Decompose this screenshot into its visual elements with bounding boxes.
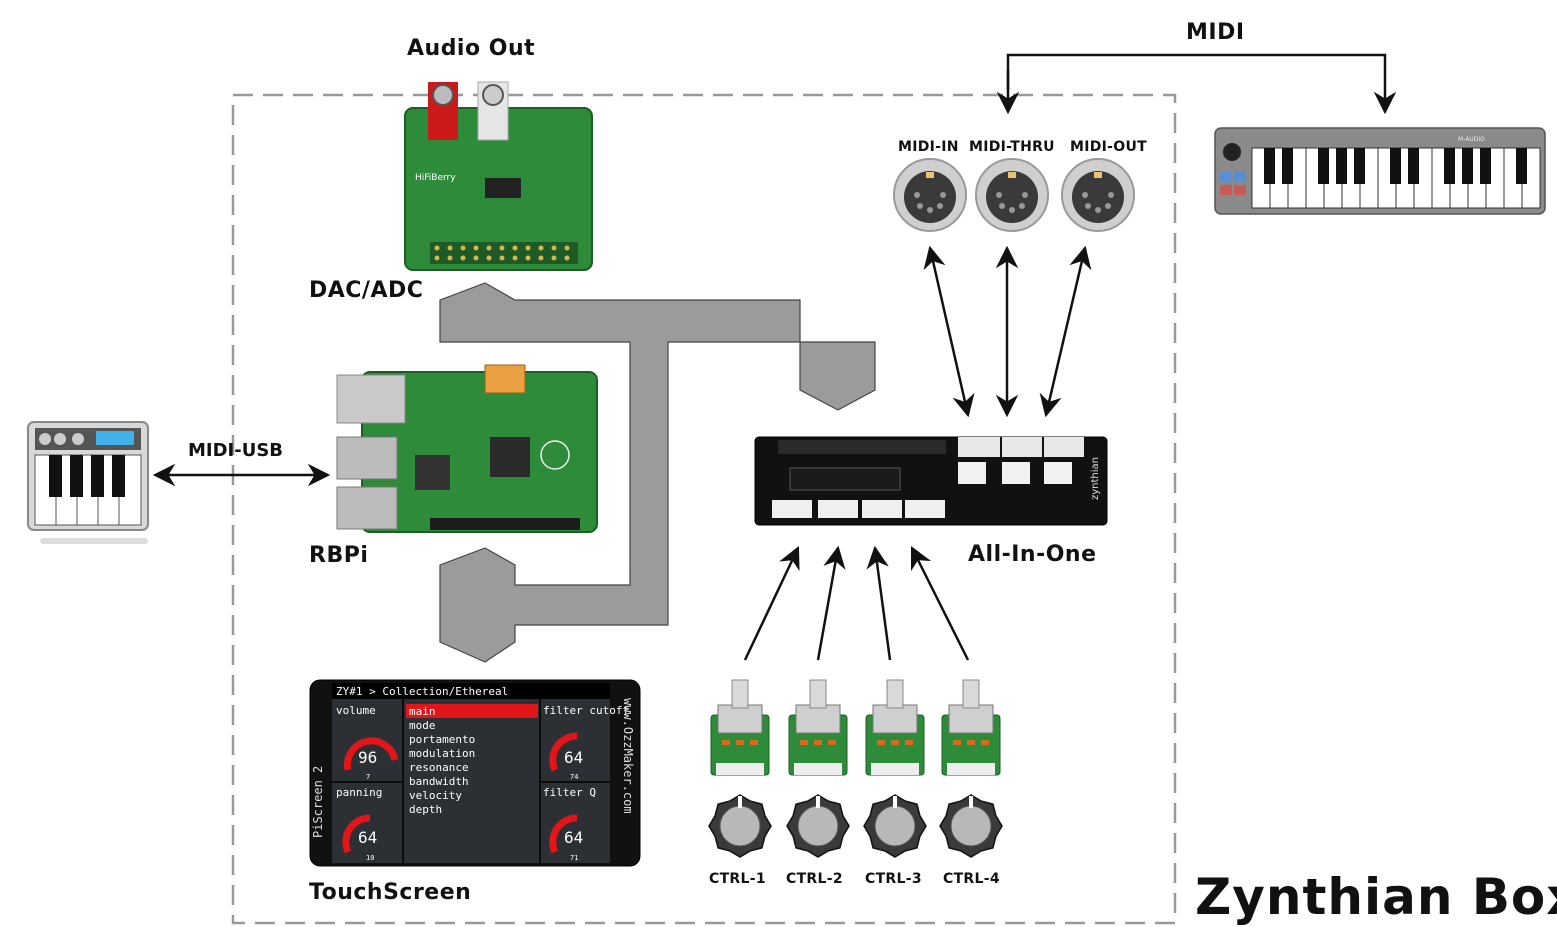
label-midi-usb: MIDI-USB <box>188 440 284 461</box>
label-all-in-one: All-In-One <box>968 542 1097 567</box>
label-ctrl-2: CTRL-2 <box>786 871 843 887</box>
label-rbpi: RBPi <box>309 543 369 568</box>
ts-menu-item: resonance <box>409 761 469 774</box>
label-midi-thru: MIDI-THRU <box>969 139 1055 155</box>
midi-out-jack <box>1061 158 1135 232</box>
dac-adc-board: HiFiBerry <box>404 81 593 271</box>
label-ctrl-3: CTRL-3 <box>865 871 922 887</box>
ts-left-bottom-label: panning <box>336 786 382 799</box>
knob-4 <box>939 794 1003 858</box>
arrow-ctrl-2 <box>816 545 846 661</box>
label-touchscreen: TouchScreen <box>309 880 472 905</box>
midi-loop-line <box>1006 53 1397 115</box>
encoder-1 <box>710 679 770 776</box>
encoder-4 <box>941 679 1001 776</box>
midi-in-jack <box>893 158 967 232</box>
ts-menu-item: modulation <box>409 747 475 760</box>
keyboard-brand-text: M-AUDIO <box>1458 136 1485 143</box>
ts-left-top-label: volume <box>336 704 376 717</box>
ts-menu-item: depth <box>409 803 442 816</box>
touchscreen-device: ZY#1 > Collection/Ethereal volume pannin… <box>309 679 641 867</box>
ts-side-text-left: PiScreen 2 <box>311 766 325 838</box>
ts-menu-item: mode <box>409 719 436 732</box>
arrow-midi-in <box>923 245 975 418</box>
ts-right-bottom-sub: 71 <box>570 854 578 862</box>
encoder-2 <box>788 679 848 776</box>
zynthian-box-title: Zynthian Box <box>1195 868 1557 926</box>
arrow-midi-out <box>1039 245 1092 418</box>
ts-header: ZY#1 > Collection/Ethereal <box>336 685 508 698</box>
knob-3 <box>863 794 927 858</box>
ts-right-top-value: 64 <box>564 748 583 767</box>
aio-brand-text: zynthian <box>1090 457 1101 500</box>
ts-left-bottom-sub: 10 <box>366 854 374 862</box>
usb-keyboard-icon <box>27 421 149 544</box>
all-in-one-board: zynthian <box>754 436 1108 526</box>
midi-thru-jack <box>975 158 1049 232</box>
control-encoders <box>708 679 1003 858</box>
ts-menu-item: portamento <box>409 733 475 746</box>
ts-menu-item: velocity <box>409 789 462 802</box>
encoder-3 <box>865 679 925 776</box>
label-ctrl-4: CTRL-4 <box>943 871 1000 887</box>
ts-menu-item: bandwidth <box>409 775 469 788</box>
ts-right-bottom-label: filter Q <box>543 786 596 799</box>
interconnect-bus <box>439 282 876 663</box>
arrow-ctrl-4 <box>910 545 970 661</box>
ts-left-bottom-value: 64 <box>358 828 377 847</box>
arrow-ctrl-3 <box>866 545 892 661</box>
knob-2 <box>786 794 850 858</box>
ts-right-top-label: filter cutoff <box>543 704 629 717</box>
ts-menu-item: main <box>409 705 436 718</box>
midi-keyboard-icon: M-AUDIO <box>1214 127 1546 215</box>
zynthian-box-outline <box>231 93 1177 925</box>
rbpi-board <box>336 364 598 533</box>
ts-menu-list: mainmodeportamentomodulationresonanceban… <box>409 705 475 816</box>
label-midi-out: MIDI-OUT <box>1070 139 1148 155</box>
label-midi-top: MIDI <box>1186 20 1245 45</box>
ts-right-bottom-value: 64 <box>564 828 583 847</box>
ts-left-top-value: 96 <box>358 748 377 767</box>
dac-brand-text: HiFiBerry <box>415 173 456 183</box>
ts-side-text-right: www.OzzMaker.com <box>621 698 635 814</box>
ts-left-top-sub: 7 <box>366 773 370 781</box>
knob-1 <box>708 794 772 858</box>
label-midi-in: MIDI-IN <box>898 139 959 155</box>
arrow-ctrl-1 <box>743 545 800 661</box>
label-audio-out: Audio Out <box>407 36 536 61</box>
label-ctrl-1: CTRL-1 <box>709 871 766 887</box>
ts-right-top-sub: 74 <box>570 773 578 781</box>
label-dac-adc: DAC/ADC <box>309 278 424 303</box>
